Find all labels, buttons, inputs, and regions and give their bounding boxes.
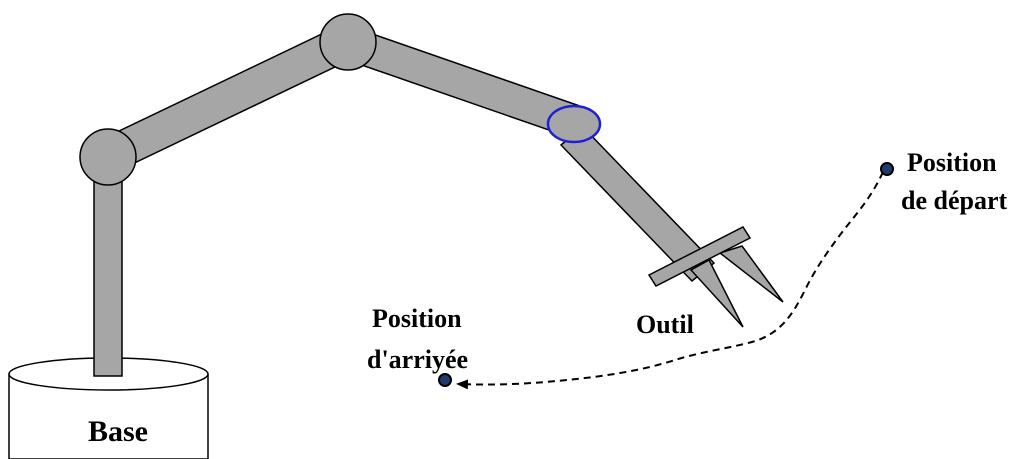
start-position-label-line2: de départ: [901, 186, 1008, 215]
upper-arm-link: [100, 24, 356, 173]
end-point: [438, 373, 452, 387]
vertical-column: [93, 167, 123, 377]
start-point: [880, 162, 894, 176]
wrist-joint: [546, 104, 602, 144]
tool-crossbar: [647, 226, 752, 287]
end-position-label-line2: d'arriyée: [367, 345, 468, 374]
tool-label: Outil: [636, 310, 694, 339]
forearm-link: [340, 26, 580, 138]
end-position-label-line1: Position: [372, 304, 462, 333]
gripper-finger-right: [718, 245, 784, 303]
elbow-joint: [319, 13, 377, 71]
start-position-label-line1: Position: [907, 148, 997, 177]
shoulder-joint: [79, 128, 137, 186]
base-label: Base: [88, 415, 148, 448]
trajectory-path: [456, 171, 884, 390]
gripper-finger-left: [689, 258, 744, 328]
